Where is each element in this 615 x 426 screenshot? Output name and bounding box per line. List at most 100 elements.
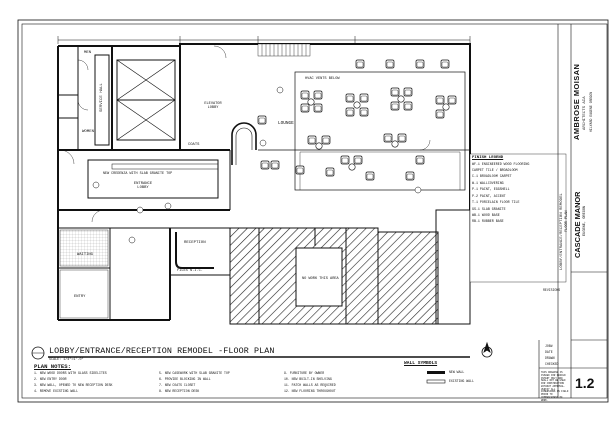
lounge-chair-icon (257, 115, 267, 125)
lounge-chair-icon (435, 109, 445, 119)
revisions-label: REVISIONS (543, 288, 561, 292)
lounge-chair-icon (365, 171, 375, 181)
room-label-entrance-lobby: ENTRANCE LOBBY (133, 182, 153, 190)
plan-note-item: 2. NEW ENTRY DOOR (34, 377, 67, 381)
finish-legend-item: RB-1 RUBBER BASE (472, 219, 504, 224)
lounge-chair-icon (260, 160, 270, 170)
north-arrow-icon (481, 341, 493, 358)
curved-feature-wall (231, 122, 257, 165)
sheet-inner-border (21, 23, 608, 399)
drawing-title: LOBBY/ENTRANCE/RECEPTION REMODEL -FLOOR … (49, 346, 275, 356)
finish-legend-item: C-1 BROADLOOM CARPET (472, 174, 512, 179)
firm-line3: HILYARD EUGENE OREGON (589, 91, 593, 132)
lounge-chair-icon (397, 133, 407, 143)
finish-legend-item: CARPET TILE / BROADLOOM (472, 167, 518, 172)
room-label-files: FILES N.I.C. (177, 269, 203, 273)
lounge-chair-icon (405, 171, 415, 181)
finish-legend-item: GS-1 SLAB GRANITE (472, 206, 506, 211)
lounge-chair-icon (390, 101, 400, 111)
date-label: DATE (545, 350, 553, 354)
finish-legend-title: FINISH LEGEND (472, 156, 504, 160)
lounge-table-icon (353, 101, 361, 109)
job-label: JOB# (545, 344, 553, 348)
lounge-chair-icon (300, 103, 310, 113)
no-work-hatch (229, 227, 439, 325)
lounge-chair-icon (447, 95, 457, 105)
lounge-chair-icon (295, 165, 305, 175)
wall-symbol-new: NEW WALL (449, 370, 465, 374)
plan-note-item: 11. PATCH WALLS AS REQUIRED (284, 383, 336, 387)
room-label-service-hall: SERVICE HALL (100, 83, 104, 112)
lounge-table-icon (315, 142, 323, 150)
lounge-chair-icon (415, 59, 425, 69)
lounge-chair-icon (270, 160, 280, 170)
lounge-table-icon (391, 140, 399, 148)
door-swings (59, 45, 431, 223)
lounge-furniture (257, 59, 457, 181)
lounge-area (258, 71, 470, 191)
lounge-chair-icon (403, 101, 413, 111)
room-label-credenza: NEW CREDENZA WITH SLAB GRANITE TOP (103, 172, 173, 176)
finish-legend-item: P-2 PAINT, ACCENT (472, 193, 506, 198)
plan-note-item: 4. REMOVE EXISTING WALL (34, 389, 78, 393)
room-label-no-work: NO WORK THIS AREA (302, 277, 339, 281)
lounge-chair-icon (345, 93, 355, 103)
lounge-chair-icon (390, 87, 400, 97)
keynote-markers (92, 86, 422, 244)
wall-symbol-existing: EXISTING WALL (449, 379, 474, 383)
lounge-chair-icon (353, 155, 363, 165)
room-label-men: MEN (84, 51, 92, 55)
finish-legend-box (469, 153, 567, 283)
elevator-cars (116, 59, 176, 141)
wall-symbol-swatches (426, 371, 446, 384)
plan-note-item: 1. NEW WOOD DOORS WITH GLASS SIDELITES (34, 371, 107, 375)
walls (57, 43, 471, 321)
lounge-table-icon (442, 103, 450, 111)
finish-legend-item: T-1 PORCELAIN FLOOR TILE (472, 200, 520, 205)
finish-legend-item: WF-1 ENGINEERED WOOD FLOORING (472, 161, 530, 166)
drawing-scale: SCALE: 1/4"=1'-0" (49, 358, 84, 362)
disclaimer: THIS DRAWING IS ISSUED FOR DESIGN INTENT… (541, 371, 569, 402)
room-label-hvac: HVAC VENTS BELOW (305, 77, 340, 81)
finish-legend-item: W-1 WALLCOVERING (472, 180, 504, 185)
plan-note-item: 7. NEW COATS CLOSET (159, 383, 196, 387)
title-block-frame (538, 24, 607, 398)
sheet-subject-2: FLOOR PLAN (565, 210, 569, 232)
finish-legend: FINISH LEGEND WF-1 ENGINEERED WOOD FLOOR… (472, 156, 564, 224)
plan-notes-list: 1. NEW WOOD DOORS WITH GLASS SIDELITES 2.… (34, 371, 424, 398)
plan-notes-title: PLAN NOTES: (34, 363, 71, 370)
plan-note-item: 5. NEW CASEWORK WITH SLAB GRANITE TOP (159, 371, 230, 375)
title-bar (31, 346, 470, 360)
drawn-label: DRAWN (545, 356, 555, 360)
lounge-table-icon (307, 98, 315, 106)
lounge-chair-icon (313, 90, 323, 100)
lounge-chair-icon (321, 135, 331, 145)
room-label-coats: COATS (188, 143, 200, 147)
room-label-women: WOMEN (82, 130, 95, 134)
plan-note-item: 3. NEW WALL, OPENED TO NEW RECEPTION DES… (34, 383, 113, 387)
room-label-lounge: LOUNGE (278, 121, 294, 126)
stair (257, 43, 311, 57)
room-label-entry: ENTRY (74, 295, 86, 299)
entrance-lobby-room (87, 159, 219, 199)
plan-note-item: 8. NEW RECEPTION DESK (159, 389, 200, 393)
plan-note-item: 12. NEW FLOORING THROUGHOUT (284, 389, 336, 393)
lounge-chair-icon (403, 87, 413, 97)
lounge-chair-icon (313, 103, 323, 113)
lounge-chair-icon (307, 135, 317, 145)
checked-label: CHECKED (545, 362, 559, 366)
room-label-elevator-lobby: ELEVATOR LOBBY (204, 102, 222, 110)
lounge-chair-icon (415, 155, 425, 165)
lounge-chair-icon (355, 59, 365, 69)
sheet-subject: LOBBY/ENTRANCE/RECEPTION REMODEL (560, 193, 564, 270)
waiting-floor-grid (59, 229, 109, 267)
lounge-chair-icon (435, 95, 445, 105)
finish-legend-item: WB-1 WOOD BASE (472, 213, 500, 217)
dimension-string-top (57, 36, 471, 44)
plan-note-item: 9. FURNITURE BY OWNER (284, 371, 325, 375)
lounge-chair-icon (383, 133, 393, 143)
lounge-chair-icon (359, 93, 369, 103)
